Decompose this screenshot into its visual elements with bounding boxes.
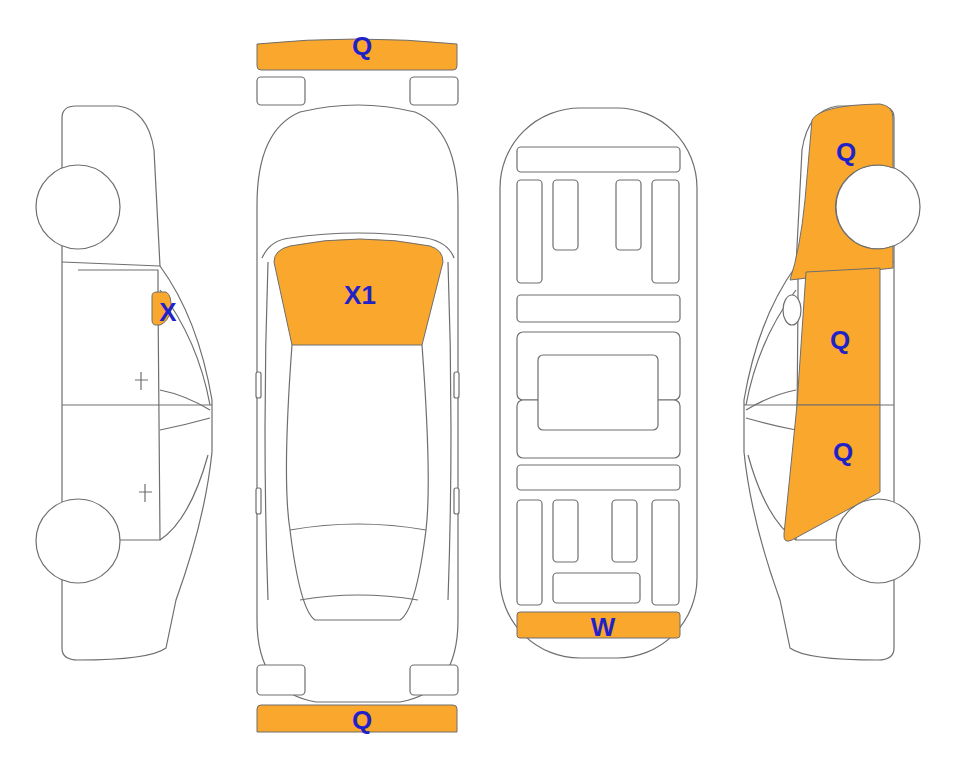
damage-fill (790, 104, 893, 280)
damage-fill (257, 705, 457, 732)
damage-area: Q (795, 265, 885, 407)
damage-code: X1 (344, 282, 376, 308)
damage-shape (780, 403, 884, 548)
damage-area: Q (780, 403, 884, 548)
damage-area: W (515, 610, 682, 640)
damage-code: Q (830, 327, 850, 353)
top-view (256, 77, 459, 702)
side-view (36, 106, 212, 660)
damage-code: X (159, 299, 176, 325)
damage-area: Q (785, 100, 897, 285)
damage-code: W (591, 614, 616, 640)
damage-shape (785, 100, 897, 285)
damage-area: Q (255, 34, 459, 72)
underside-view (500, 108, 697, 658)
damage-fill (797, 268, 880, 405)
damage-area: X1 (270, 228, 446, 348)
damage-code: Q (352, 707, 372, 733)
damage-code: Q (836, 139, 856, 165)
damage-code: Q (352, 33, 372, 59)
damage-code: Q (833, 439, 853, 465)
side-mirror (783, 295, 801, 325)
damage-fill (274, 239, 443, 345)
damage-fill (784, 405, 880, 541)
damage-area: Q (255, 703, 459, 734)
damage-area: X (150, 290, 175, 328)
